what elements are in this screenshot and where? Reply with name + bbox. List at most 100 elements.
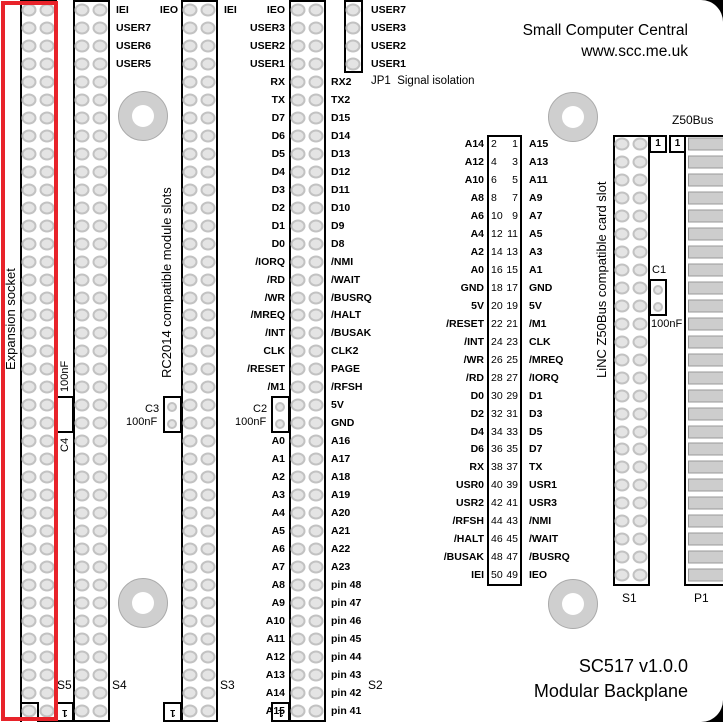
pin-s5 (21, 273, 37, 287)
pin-s2 (290, 524, 306, 538)
pin-s5 (21, 506, 37, 520)
pin-s4 (74, 524, 90, 538)
pin-s2 (308, 434, 324, 448)
z50-signal-right: IEO (529, 569, 548, 582)
pin-s1 (632, 335, 648, 349)
signal-label: TX (271, 93, 285, 106)
pin-s3 (200, 398, 216, 412)
z50-pin-number: 46 (491, 533, 503, 546)
pin-s4 (74, 201, 90, 215)
signal-label: /NMI (331, 255, 354, 268)
signal-label: IEO (266, 4, 285, 16)
pin-jp1[interactable] (345, 21, 361, 35)
pin-s4 (74, 219, 90, 233)
pin-s1 (614, 263, 630, 277)
pin-s2 (308, 75, 324, 89)
z50bus-pinout-table (487, 135, 522, 586)
pin-s4 (92, 129, 108, 143)
pin-s1 (614, 299, 630, 313)
pin-s1 (614, 460, 630, 474)
signal-label: 5V (331, 399, 344, 412)
pin-s5 (39, 578, 55, 592)
edge-finger (688, 478, 723, 492)
z50-signal-right: A11 (529, 173, 548, 186)
pin-s2 (290, 578, 306, 592)
pin-s2 (308, 560, 324, 574)
pin-s2 (290, 39, 306, 53)
pin-s2 (308, 111, 324, 125)
pin-s3 (200, 165, 216, 179)
pin-s2 (308, 632, 324, 646)
z50-pin-number: 43 (506, 515, 518, 528)
pin-s2 (290, 632, 306, 646)
pin-s1 (632, 478, 648, 492)
pin-s2 (290, 416, 306, 430)
pin-s1 (632, 299, 648, 313)
pin-s2 (308, 39, 324, 53)
pin-s5 (21, 542, 37, 556)
pin-s4 (92, 398, 108, 412)
pin-s1 (632, 209, 648, 223)
signal-label: USER2 (249, 39, 285, 52)
pin-jp1[interactable] (345, 57, 361, 71)
pin-s4 (74, 650, 90, 664)
pin-s3 (182, 111, 198, 125)
z50-signal-right: A15 (529, 138, 549, 150)
pin-s1 (614, 155, 630, 169)
pin-s5 (21, 614, 37, 628)
pin-s3 (182, 434, 198, 448)
pin-jp1[interactable] (345, 39, 361, 53)
signal-label: GND (331, 417, 355, 430)
pin-s1 (632, 227, 648, 241)
z50-pin-number: 19 (506, 299, 518, 312)
z50-signal-right: A9 (529, 191, 543, 204)
pin-s4 (74, 273, 90, 287)
signal-label: /BUSAK (331, 327, 372, 340)
jp1-label: USER3 (371, 21, 407, 34)
z50-signal-right: /BUSRQ (529, 551, 570, 564)
pin-s5 (39, 183, 55, 197)
pin-s3 (182, 398, 198, 412)
pin-s3 (200, 255, 216, 269)
c2-ref: C2 (253, 403, 268, 415)
pin-s4 (74, 93, 90, 107)
pin-s3 (200, 57, 216, 71)
z50-signal-left: A0 (470, 263, 484, 276)
pin-s3 (182, 255, 198, 269)
pin1-key-s3: 1 (163, 702, 182, 722)
z50-pin-number: 42 (491, 497, 503, 510)
signal-label: A22 (331, 543, 351, 556)
pin-s5 (39, 362, 55, 376)
z50-pin-number: 36 (491, 443, 503, 456)
pin-jp1[interactable] (345, 3, 361, 17)
pin-s4 (92, 111, 108, 125)
pin-s3 (200, 542, 216, 556)
edge-finger (688, 227, 723, 241)
pin-s4 (74, 129, 90, 143)
pin-s5 (21, 201, 37, 215)
pin-s4 (74, 255, 90, 269)
pin-s3 (200, 308, 216, 322)
pin-s5 (21, 308, 37, 322)
pin-s1 (632, 532, 648, 546)
signal-label: A15 (265, 704, 285, 717)
pin-s5 (39, 596, 55, 610)
mounting-hole (118, 91, 168, 141)
pin-s3 (200, 291, 216, 305)
pin1-key-s1: 1 (649, 135, 667, 153)
header-s2 (289, 0, 326, 722)
pin-s1 (632, 496, 648, 510)
pin-s5 (39, 632, 55, 646)
pin-s1 (614, 281, 630, 295)
z50-signal-left: /RD (465, 371, 484, 384)
signal-label: D10 (331, 201, 351, 214)
z50-signal-left: RX (469, 461, 484, 474)
pin-s3 (200, 668, 216, 682)
pin-s4 (92, 596, 108, 610)
pin-s4 (74, 237, 90, 251)
pin-s2 (308, 506, 324, 520)
pin-s2 (308, 165, 324, 179)
pin-s1 (614, 371, 630, 385)
signal-label: A1 (271, 453, 285, 466)
pin-s5 (39, 650, 55, 664)
